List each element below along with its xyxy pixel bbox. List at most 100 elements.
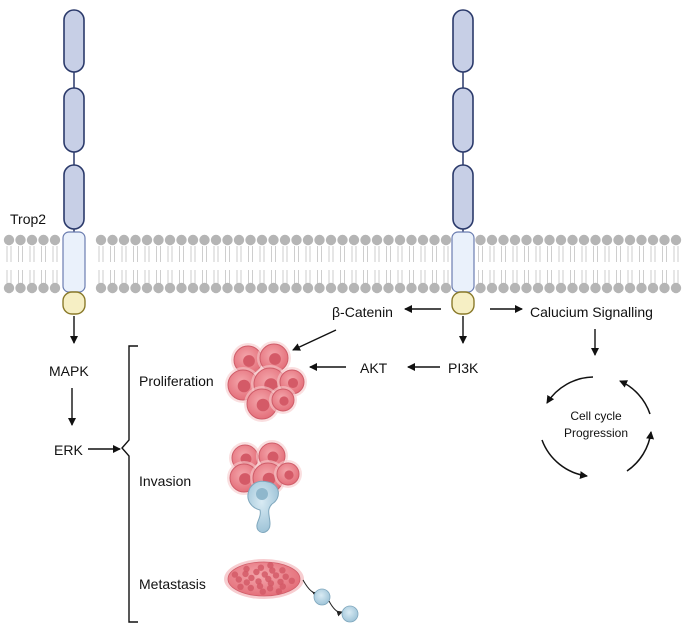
- lipid-head: [532, 282, 544, 294]
- lipid-head: [222, 234, 233, 246]
- lipid-head: [337, 234, 348, 246]
- cell-nucleus: [259, 588, 266, 595]
- cell-nucleus: [266, 585, 274, 592]
- cell-nucleus: [256, 398, 270, 412]
- lipid-head: [578, 282, 590, 294]
- cell-nucleus: [243, 565, 250, 573]
- cell-nucleus: [231, 571, 239, 578]
- lipid-head: [440, 282, 452, 294]
- lipid-head: [15, 234, 26, 246]
- trop2-receptor-right: [451, 9, 475, 315]
- cell-nucleus: [243, 579, 250, 586]
- lipid-head: [302, 282, 314, 294]
- lipid-head: [544, 282, 555, 294]
- lipid-head: [153, 282, 164, 294]
- lipid-head: [325, 282, 337, 294]
- calcium-signalling-label: Calucium Signalling: [530, 304, 653, 320]
- lipid-head: [279, 234, 291, 246]
- metastasis-arrow-1: [302, 579, 319, 598]
- cell-nucleus: [288, 577, 295, 584]
- arrow-beta-catenin-to-proliferation: [292, 329, 337, 351]
- cell-nucleus: [279, 567, 286, 574]
- lipid-head: [141, 234, 153, 246]
- lipid-head: [601, 282, 613, 294]
- akt-label: AKT: [360, 360, 388, 376]
- cell-nucleus: [269, 353, 281, 365]
- lipid-head: [107, 234, 118, 246]
- lipid-head: [509, 234, 521, 246]
- cell-membrane: [3, 234, 682, 294]
- outcome-bracket: [121, 345, 138, 623]
- cell-nucleus: [237, 379, 251, 393]
- lipid-head: [348, 282, 360, 294]
- lipid-head: [176, 282, 187, 294]
- lipid-head: [3, 282, 15, 294]
- lipid-head: [555, 234, 567, 246]
- lipid-head: [268, 234, 279, 246]
- lipid-head: [256, 282, 268, 294]
- lipid-head: [199, 282, 210, 294]
- lipid-head: [498, 234, 509, 246]
- lipid-head: [394, 234, 406, 246]
- lipid-head: [440, 234, 452, 246]
- lipid-head: [532, 234, 544, 246]
- beta-catenin-label: β-Catenin: [332, 304, 393, 320]
- lipid-head: [302, 234, 314, 246]
- cell-cycle-label-line2: Progression: [564, 426, 628, 440]
- cell-nucleus: [267, 580, 275, 587]
- transmembrane-domain: [62, 231, 86, 293]
- lipid-head: [130, 234, 141, 246]
- lipid-head: [636, 282, 647, 294]
- lipid-head: [521, 282, 532, 294]
- lipid-head: [521, 234, 532, 246]
- erk-label: ERK: [54, 442, 83, 458]
- lipid-head: [486, 282, 498, 294]
- lipid-head: [176, 234, 187, 246]
- lipid-head: [222, 282, 233, 294]
- lipid-head: [613, 234, 624, 246]
- lipid-head: [164, 234, 176, 246]
- lipid-head: [544, 234, 555, 246]
- lipid-head: [647, 282, 659, 294]
- lipid-head: [26, 282, 38, 294]
- lipid-head: [601, 234, 613, 246]
- receptor-label: Trop2: [10, 211, 46, 227]
- lipid-head: [509, 282, 521, 294]
- lipid-head: [153, 234, 164, 246]
- cell-nucleus: [239, 473, 251, 485]
- lipid-head: [371, 282, 383, 294]
- lipid-head: [256, 234, 268, 246]
- lipid-head: [383, 282, 394, 294]
- lipid-head: [187, 282, 199, 294]
- lipid-head: [348, 234, 360, 246]
- lipid-head: [279, 282, 291, 294]
- lipid-head: [360, 282, 371, 294]
- lipid-head: [164, 282, 176, 294]
- lipid-head: [659, 234, 670, 246]
- lipid-head: [233, 282, 245, 294]
- lipid-head: [475, 282, 486, 294]
- metastasis-cell-cluster: [224, 559, 359, 623]
- cell-nucleus: [275, 588, 283, 595]
- lipid-head: [49, 282, 61, 294]
- cell-nucleus: [272, 572, 280, 579]
- lipid-head: [187, 234, 199, 246]
- cell-nucleus: [237, 583, 244, 590]
- lipid-head: [406, 282, 417, 294]
- extracellular-domain-2: [452, 87, 474, 153]
- cell-nucleus: [284, 470, 294, 480]
- invasive-cell-nucleus: [256, 488, 268, 500]
- lipid-head: [475, 234, 486, 246]
- cell-nucleus: [267, 451, 279, 463]
- cell-nucleus: [279, 396, 289, 406]
- lipid-head: [417, 282, 429, 294]
- metastasis-label: Metastasis: [139, 576, 206, 592]
- lipid-head: [314, 234, 325, 246]
- proliferation-cell-cluster: [225, 341, 307, 422]
- lipid-head: [210, 234, 222, 246]
- mapk-label: MAPK: [49, 363, 89, 379]
- cell-nucleus: [235, 576, 242, 583]
- cell-nucleus: [269, 567, 276, 574]
- lipid-head: [26, 234, 38, 246]
